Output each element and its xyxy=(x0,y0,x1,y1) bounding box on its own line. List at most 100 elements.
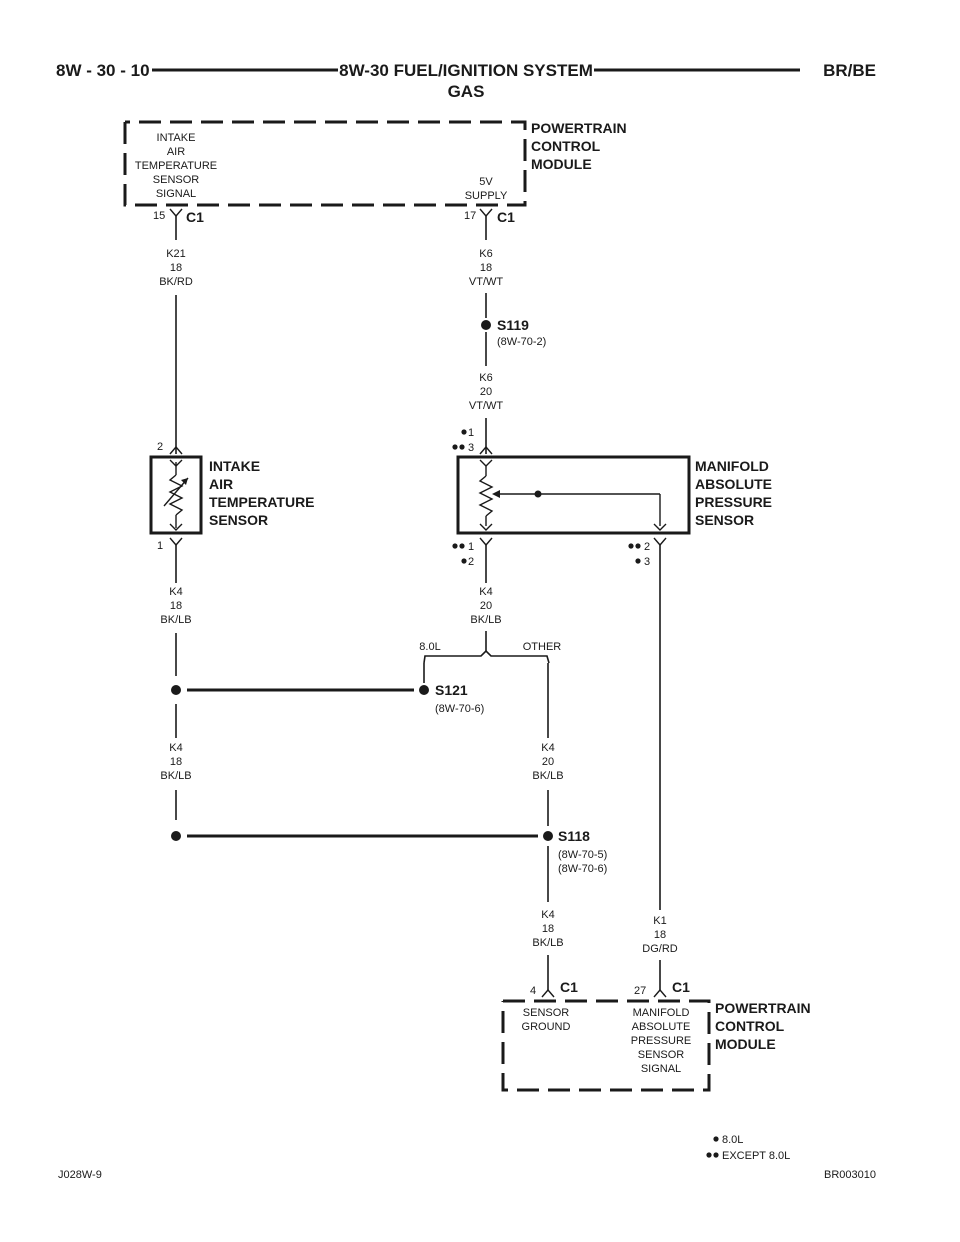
pcm-bottom: 4 C1 27 C1 SENSOR GROUND MANIFOLD ABSOLU… xyxy=(501,979,811,1092)
map-pin-br-b: 3 xyxy=(644,556,650,568)
map-inner-bottom-right xyxy=(653,523,667,531)
splice-s118-left-dot xyxy=(171,831,181,841)
k4-right-mid-circuit: K4 xyxy=(541,742,554,754)
map-top-terminal xyxy=(479,445,493,455)
map-pin-br-double-dot-1 xyxy=(628,543,634,549)
splice-s118: S118 (8W-70-5) (8W-70-6) xyxy=(171,828,607,875)
iat-pin2-terminal xyxy=(169,445,183,455)
pcm-bottom-outline xyxy=(501,999,711,1092)
pcm-pin4-func-2: GROUND xyxy=(522,1021,571,1033)
pcm-pin15-func-3: TEMPERATURE xyxy=(135,160,217,172)
map-pin-br-single-dot xyxy=(635,558,641,564)
pcm-pin17-terminal xyxy=(479,208,493,218)
map-inner-bottom-left xyxy=(479,523,493,531)
k4-iat-gauge: 18 xyxy=(170,600,182,612)
pcm-bottom-c1-left: C1 xyxy=(560,979,578,995)
k1-color: DG/RD xyxy=(642,943,678,955)
circuit-k4-right-mid: K4 20 BK/LB xyxy=(532,742,564,826)
pcm-pin17-func-1: 5V xyxy=(479,176,493,188)
pcm-bottom-name-1: POWERTRAIN xyxy=(715,1000,811,1016)
circuit-k4-bottom: K4 18 BK/LB xyxy=(532,846,564,990)
map-pin-bl-double-dot-1 xyxy=(452,543,458,549)
k4-left-mid-circuit: K4 xyxy=(169,742,182,754)
wiper-junction-dot xyxy=(534,490,542,498)
map-name-4: SENSOR xyxy=(695,512,754,528)
k6-mid-circuit: K6 xyxy=(479,372,492,384)
k6-top-circuit: K6 xyxy=(479,248,492,260)
page-header: 8W - 30 - 10 8W-30 FUEL/IGNITION SYSTEM … xyxy=(56,61,876,101)
pcm-pin17-number: 17 xyxy=(464,210,476,222)
pcm-bottom-name-3: MODULE xyxy=(715,1036,776,1052)
potentiometer-symbol xyxy=(478,475,494,517)
legend: 8.0L EXCEPT 8.0L xyxy=(706,1134,790,1162)
page-code: 8W - 30 - 10 xyxy=(56,61,150,80)
legend-single-dot xyxy=(713,1136,719,1142)
map-pin-bl-single-dot xyxy=(461,558,467,564)
pcm-bottom-name-2: CONTROL xyxy=(715,1018,785,1034)
iat-sensor-body xyxy=(149,455,203,535)
page-title: 8W-30 FUEL/IGNITION SYSTEM xyxy=(339,61,593,80)
pcm-top-name-3: MODULE xyxy=(531,156,592,172)
map-pin-bl-a: 1 xyxy=(468,541,474,553)
pcm-pin17-func-2: SUPPLY xyxy=(465,190,508,202)
k21-gauge: 18 xyxy=(170,262,182,274)
wiper-arrowhead xyxy=(492,490,500,498)
map-inner-top xyxy=(479,459,493,467)
legend-single-label: 8.0L xyxy=(722,1134,743,1146)
iat-pin-1: 1 xyxy=(157,540,163,552)
splice-s119-dot xyxy=(481,320,491,330)
legend-double-dot-2 xyxy=(713,1152,719,1158)
pcm-pin27-number: 27 xyxy=(634,985,646,997)
thermistor-arrowhead xyxy=(181,478,188,485)
pcm-top: POWERTRAIN CONTROL MODULE INTAKE AIR TEM… xyxy=(123,120,627,225)
k21-circuit: K21 xyxy=(166,248,186,260)
circuit-k4-left-mid: K4 18 BK/LB xyxy=(160,704,192,820)
k4-map-gauge: 20 xyxy=(480,600,492,612)
k1-gauge: 18 xyxy=(654,929,666,941)
footer-right-code: BR003010 xyxy=(824,1169,876,1181)
k4-map-circuit: K4 xyxy=(479,586,492,598)
circuit-k1: K1 18 DG/RD xyxy=(642,545,678,990)
splice-s118-ref-2: (8W-70-6) xyxy=(558,863,607,875)
pcm-pin27-func-3: PRESSURE xyxy=(631,1035,692,1047)
map-name-2: ABSOLUTE xyxy=(695,476,772,492)
pcm-pin4-number: 4 xyxy=(530,985,536,997)
iat-inner-bottom xyxy=(169,523,183,531)
map-pin-br-double-dot-2 xyxy=(635,543,641,549)
map-pin-top-double-dot-2 xyxy=(459,444,465,450)
k6-top-color: VT/WT xyxy=(469,276,503,288)
iat-pin-2: 2 xyxy=(157,441,163,453)
map-pin-top-single-dot xyxy=(461,429,467,435)
pcm-top-outline xyxy=(123,120,527,207)
map-br-terminal xyxy=(653,537,667,547)
k4-iat-color: BK/LB xyxy=(160,614,191,626)
iat-sensor: 2 INTAKE AIR TEMPERATURE SENSOR 1 xyxy=(149,441,315,552)
k4-bottom-circuit: K4 xyxy=(541,909,554,921)
iat-inner-top xyxy=(169,459,183,467)
iat-name-4: SENSOR xyxy=(209,512,268,528)
k21-color: BK/RD xyxy=(159,276,193,288)
model-code: BR/BE xyxy=(823,61,876,80)
page-subtitle: GAS xyxy=(448,82,485,101)
legend-double-dot-1 xyxy=(706,1152,712,1158)
iat-name-1: INTAKE xyxy=(209,458,260,474)
k6-mid-gauge: 20 xyxy=(480,386,492,398)
circuit-k4-iat: K4 18 BK/LB xyxy=(160,545,192,676)
k4-iat-circuit: K4 xyxy=(169,586,182,598)
pcm-pin15-number: 15 xyxy=(153,210,165,222)
k4-bottom-gauge: 18 xyxy=(542,923,554,935)
map-sensor: 1 3 MANIFOLD ABSOLUTE PRESSURE SENSOR 1 … xyxy=(452,427,772,568)
k6-top-gauge: 18 xyxy=(480,262,492,274)
splice-s119-name: S119 xyxy=(497,317,529,333)
pcm-pin27-func-1: MANIFOLD xyxy=(633,1007,690,1019)
pcm-pin15-func-4: SENSOR xyxy=(153,174,200,186)
splice-s121-name: S121 xyxy=(435,682,468,698)
pcm-bottom-c1-right: C1 xyxy=(672,979,690,995)
thermistor-symbol xyxy=(168,474,184,516)
pcm-top-c1-right: C1 xyxy=(497,209,515,225)
footer-left-code: J028W-9 xyxy=(58,1169,102,1181)
map-bl-terminal xyxy=(479,537,493,547)
map-sensor-body xyxy=(456,455,691,535)
pcm-pin15-terminal xyxy=(169,208,183,218)
circuit-k6: K6 18 VT/WT S119 (8W-70-2) K6 20 VT/WT xyxy=(469,216,546,454)
